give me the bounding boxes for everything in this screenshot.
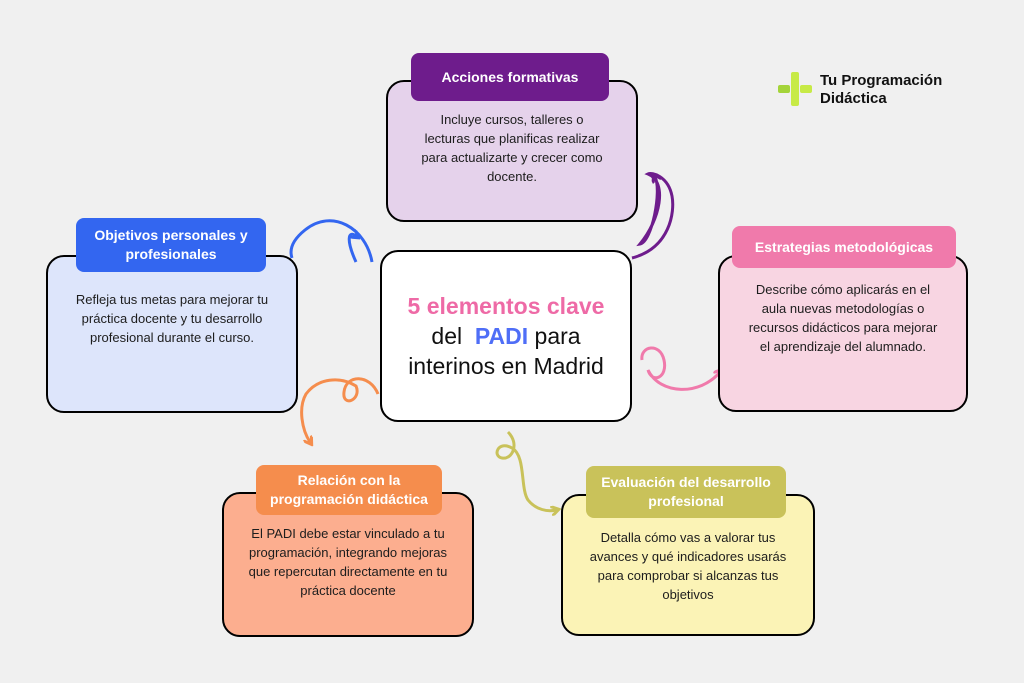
- node-relacion-body: El PADI debe estar vinculado a tu progra…: [248, 526, 448, 598]
- center-line2: del PADI para: [431, 321, 580, 351]
- center-node: 5 elementos clave del PADI para interino…: [380, 250, 632, 422]
- logo-text: Tu Programación Didáctica: [820, 72, 942, 108]
- node-objetivos-body: Refleja tus metas para mejorar tu prácti…: [75, 292, 269, 345]
- center-title: 5 elementos clave: [407, 293, 605, 319]
- arrow-evaluacion: [495, 430, 556, 511]
- node-evaluacion-title: Evaluación del desarrollo profesional: [586, 466, 786, 518]
- node-evaluacion-body: Detalla cómo vas a valorar tus avances y…: [589, 530, 787, 602]
- node-acciones-title: Acciones formativas: [411, 53, 609, 101]
- logo: Tu Programación Didáctica: [778, 72, 942, 108]
- center-line3: interinos en Madrid: [408, 353, 604, 379]
- center-line2-prefix: del: [431, 323, 463, 349]
- arrow-objetivos: [289, 219, 374, 263]
- node-relacion: [222, 492, 474, 637]
- arrow-estrategias: [640, 346, 720, 391]
- logo-line2: Didáctica: [820, 90, 887, 107]
- node-acciones-body: Incluye cursos, talleres o lecturas que …: [421, 112, 603, 184]
- node-estrategias-body: Describe cómo aplicarás en el aula nueva…: [748, 282, 938, 354]
- node-estrategias: [718, 255, 968, 412]
- node-objetivos-title: Objetivos personales y profesionales: [76, 218, 266, 272]
- center-padi: PADI: [474, 323, 529, 349]
- arrow-relacion: [300, 377, 380, 442]
- logo-line1: Tu Programación: [820, 72, 943, 89]
- arrow-acciones: [631, 174, 675, 260]
- node-acciones: [386, 80, 638, 222]
- center-line2-suffix: para: [534, 323, 581, 349]
- node-relacion-title: Relación con la programación didáctica: [256, 465, 442, 515]
- plus-cross-icon: [778, 72, 812, 106]
- node-estrategias-title: Estrategias metodológicas: [732, 226, 956, 268]
